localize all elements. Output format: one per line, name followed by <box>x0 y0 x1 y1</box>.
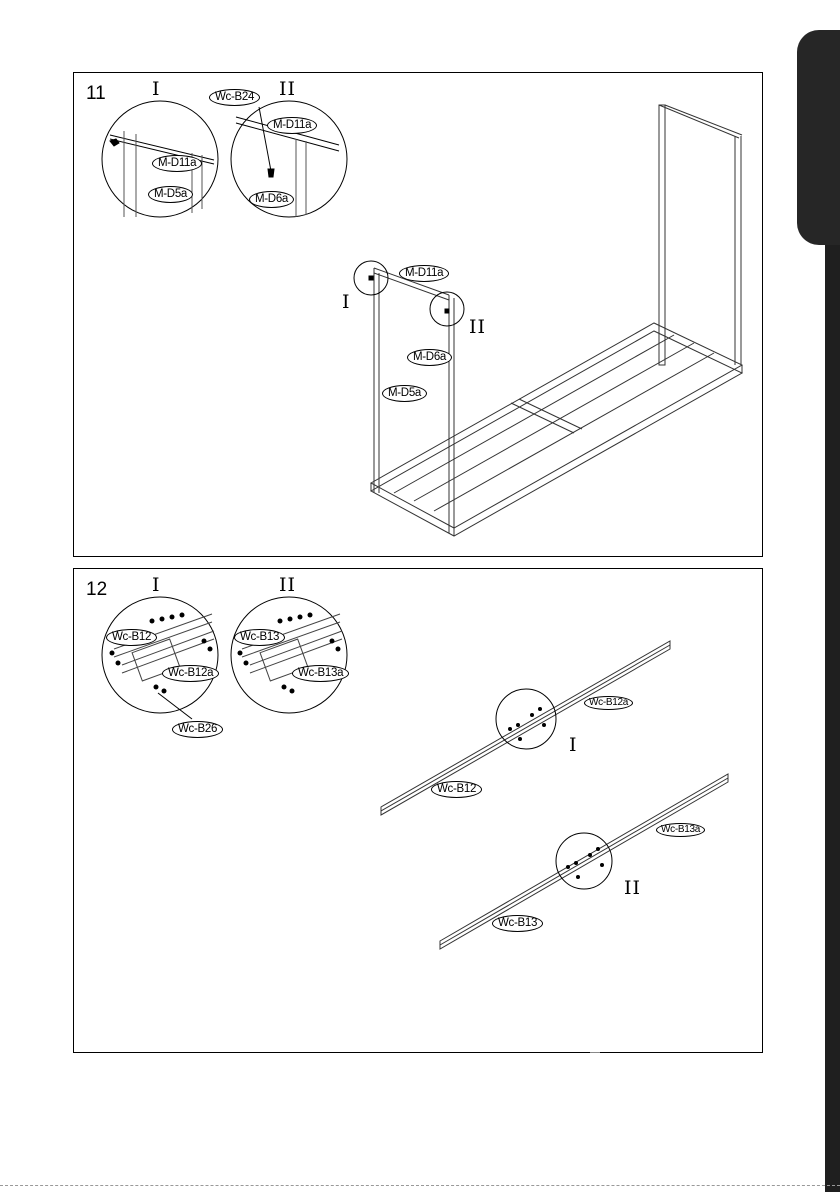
step-11-drawing <box>74 73 764 558</box>
part-label: Wc-B13a <box>656 823 705 837</box>
part-label: M-D11a <box>399 265 449 282</box>
part-label: Wc-B12a <box>584 696 633 710</box>
part-label: Wc-B26 <box>172 721 223 738</box>
part-label: M-D11a <box>152 155 202 172</box>
part-label: Wc-B13 <box>234 629 285 646</box>
language-tab-marker <box>797 30 840 245</box>
page-mark <box>590 1052 600 1053</box>
step-12-drawing <box>74 569 764 1054</box>
part-label: Wc-B24 <box>209 89 260 106</box>
step-11-panel: 11 I II I II <box>73 72 763 557</box>
part-label: M-D5a <box>148 186 193 203</box>
page-edge-bar <box>825 245 840 1192</box>
part-label: Wc-B13 <box>492 915 543 932</box>
part-label: Wc-B12a <box>162 665 219 682</box>
step-12-panel: 12 I II I II <box>73 568 763 1053</box>
part-label: M-D6a <box>407 349 452 366</box>
part-label: M-D11a <box>267 117 317 134</box>
part-label: M-D5a <box>382 385 427 402</box>
part-label: Wc-B12 <box>106 629 157 646</box>
part-label: Wc-B12 <box>431 781 482 798</box>
part-label: Wc-B13a <box>292 665 349 682</box>
part-label: M-D6a <box>249 191 294 208</box>
